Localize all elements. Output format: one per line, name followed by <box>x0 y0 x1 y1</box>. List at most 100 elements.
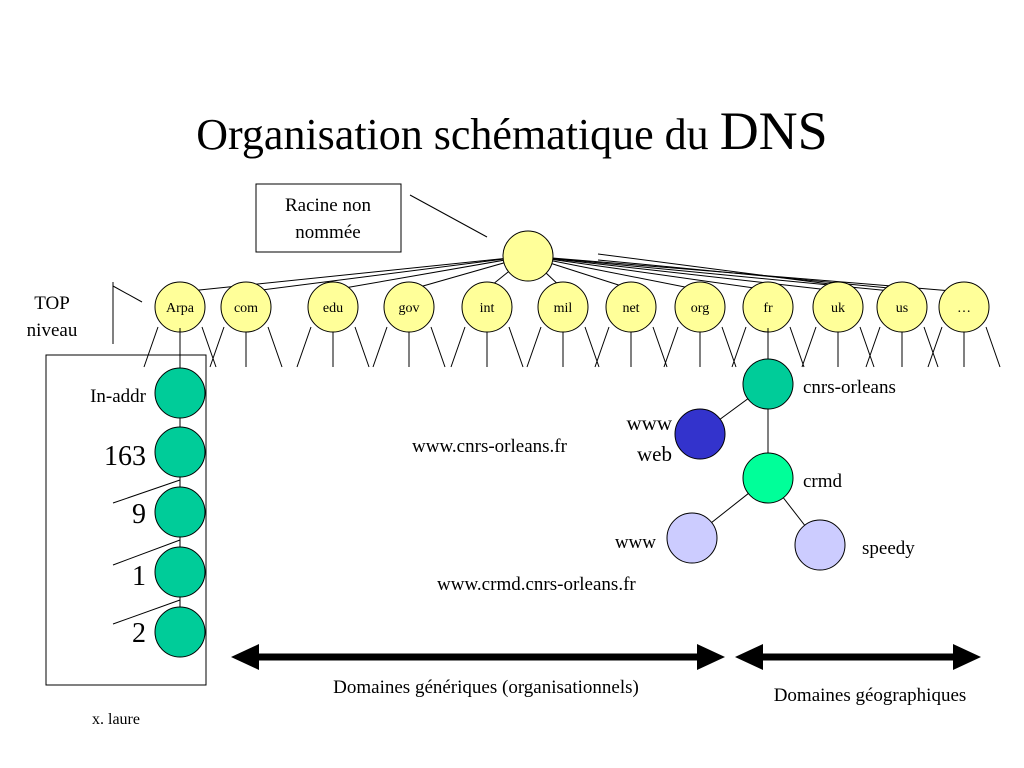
slide-title: Organisation schématique du DNS <box>0 100 1024 162</box>
crmd-www-node <box>666 512 718 564</box>
geographic-domains-arrow <box>735 644 981 670</box>
tld-stub-more-0 <box>927 326 943 368</box>
generic-arrow-right-head <box>697 644 725 670</box>
tld-node-int <box>461 281 513 333</box>
tld-stub-mil-2 <box>584 326 600 368</box>
root-line-com <box>245 255 529 293</box>
root-label-line2: nommée <box>295 222 360 243</box>
root-extra-line-2 <box>597 259 911 291</box>
tld-stubs-more <box>927 326 1001 368</box>
tld-stub-int-0 <box>450 326 466 368</box>
tld-stubs-uk <box>801 326 875 368</box>
tld-label-more: … <box>957 301 971 316</box>
tld-stub-net-0 <box>594 326 610 368</box>
tld-label-mil: mil <box>554 301 573 316</box>
tld-stub-gov-0 <box>372 326 388 368</box>
tld-label-org: org <box>691 301 709 316</box>
speedy-node <box>794 519 846 571</box>
tld-node-gov <box>383 281 435 333</box>
tld-node-uk <box>812 281 864 333</box>
geographic-domains-label: Domaines géographiques <box>774 685 967 706</box>
root-extra-line-1 <box>597 253 846 287</box>
tld-label-com: com <box>234 301 258 316</box>
cnrs-orleans-label: cnrs-orleans <box>803 377 896 398</box>
tld-stub-arpa-0 <box>143 326 159 368</box>
root-label-box <box>255 183 402 253</box>
tld-stubs-gov <box>372 326 446 368</box>
tld-node-more <box>938 281 990 333</box>
reverse-lookup-box <box>45 354 207 686</box>
tld-stubs-edu <box>296 326 370 368</box>
tld-stub-gov-2 <box>430 326 446 368</box>
tld-node-org <box>674 281 726 333</box>
tld-label-int: int <box>480 301 495 316</box>
tld-label-gov: gov <box>399 301 420 316</box>
root-line-org <box>527 255 701 291</box>
octet-node-2 <box>154 606 206 658</box>
octet-label-2: 2 <box>132 618 146 649</box>
octet-node-9 <box>154 486 206 538</box>
tld-label-us: us <box>896 301 908 316</box>
in-addr-label: In-addr <box>90 386 147 407</box>
generic-arrow-left-head <box>231 644 259 670</box>
tld-node-com <box>220 281 272 333</box>
tld-stub-uk-0 <box>801 326 817 368</box>
tld-stub-org-0 <box>663 326 679 368</box>
tld-stub-uk-2 <box>859 326 875 368</box>
tld-label-arpa: Arpa <box>166 301 195 316</box>
tld-stubs-net <box>594 326 668 368</box>
www-web-node <box>674 408 726 460</box>
tld-stub-mil-0 <box>526 326 542 368</box>
top-level-label-line1: TOP <box>34 293 70 314</box>
octet-label-163: 163 <box>104 441 146 472</box>
top-level-bracket-tick <box>112 285 143 303</box>
in-addr-node <box>154 367 206 419</box>
web-label: web <box>637 442 672 466</box>
tld-stubs-org <box>663 326 737 368</box>
tld-stubs-int <box>450 326 524 368</box>
tld-label-fr: fr <box>763 301 773 316</box>
crmd-label: crmd <box>803 471 843 492</box>
tld-node-net <box>605 281 657 333</box>
tld-stub-arpa-2 <box>201 326 217 368</box>
tld-stub-us-0 <box>865 326 881 368</box>
geographic-arrow-right-head <box>953 644 981 670</box>
root-line-fr <box>527 255 769 291</box>
cnrs-orleans-node <box>742 358 794 410</box>
octet-pointer-2 <box>112 599 181 625</box>
tld-label-edu: edu <box>323 301 343 316</box>
tld-stub-more-2 <box>985 326 1001 368</box>
tld-node-us <box>876 281 928 333</box>
root-label-pointer <box>409 194 488 238</box>
tld-stubs-mil <box>526 326 600 368</box>
tld-stub-fr-0 <box>731 326 747 368</box>
top-level-label-line2: niveau <box>27 320 78 341</box>
tld-node-mil <box>537 281 589 333</box>
tld-stub-com-2 <box>267 326 283 368</box>
octet-node-1 <box>154 546 206 598</box>
crmd-node <box>742 452 794 504</box>
octet-pointer-1 <box>112 539 181 566</box>
generic-domains-arrow <box>231 644 725 670</box>
tld-stub-int-2 <box>508 326 524 368</box>
author-label: x. laure <box>92 711 140 728</box>
tld-stubs-fr <box>731 326 805 368</box>
www-crmd-fqdn-label: www.crmd.cnrs-orleans.fr <box>437 574 636 595</box>
tld-stub-fr-2 <box>789 326 805 368</box>
root-label-line1: Racine non <box>285 195 372 216</box>
title-text: Organisation schématique du <box>196 110 709 159</box>
tld-node-edu <box>307 281 359 333</box>
root-line-uk <box>527 255 839 292</box>
tld-stub-org-2 <box>721 326 737 368</box>
generic-domains-label: Domaines génériques (organisationnels) <box>333 677 639 698</box>
geographic-arrow-left-head <box>735 644 763 670</box>
tld-stubs-arpa <box>143 326 217 368</box>
www-label: www <box>627 411 673 435</box>
tld-label-net: net <box>622 301 639 316</box>
root-node <box>502 230 554 282</box>
root-line-edu <box>332 255 529 291</box>
octet-label-1: 1 <box>132 561 146 592</box>
tld-stub-net-2 <box>652 326 668 368</box>
